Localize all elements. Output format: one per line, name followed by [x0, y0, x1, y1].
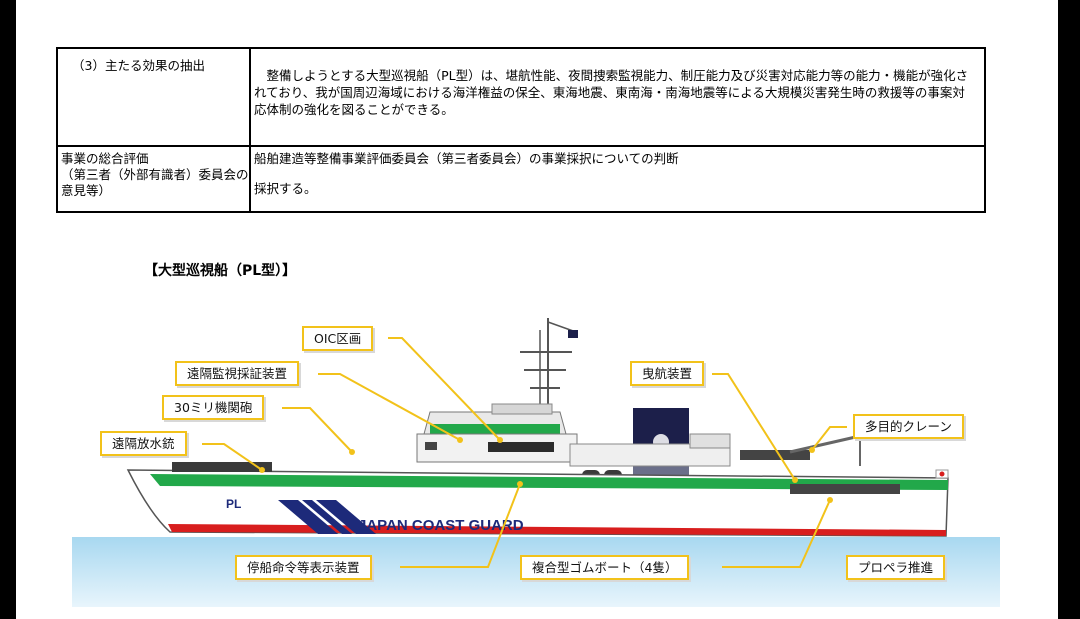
callout-propeller: プロペラ推進 — [846, 555, 946, 580]
committee-judgement-text: 船舶建造等整備事業評価委員会（第三者委員会）の事業採択についての判断 — [254, 151, 679, 166]
row-content: 整備しようとする大型巡視船（PL型）は、堪航性能、夜間捜索監視能力、制圧能力及び… — [249, 47, 986, 147]
leader-dots — [259, 437, 833, 503]
figure-title: 【大型巡視船（PL型）】 — [144, 263, 297, 279]
row-heading: （3）主たる効果の抽出 — [56, 47, 251, 147]
adoption-result-text: 採択する。 — [254, 181, 317, 196]
hull-lettering: JAPAN COAST GUARD — [358, 517, 524, 534]
hull — [126, 462, 949, 537]
hull-stripe — [278, 500, 338, 534]
callout-crane: 多目的クレーン — [853, 414, 964, 439]
row-content: 船舶建造等整備事業評価委員会（第三者委員会）の事業採択についての判断 採択する。 — [249, 145, 986, 213]
funnel — [633, 408, 689, 478]
callout-water-cannon: 遠隔放水銃 — [100, 431, 187, 456]
left-frame — [0, 0, 16, 619]
callout-30mm-gun: 30ミリ機関砲 — [162, 395, 265, 420]
effects-heading: （3）主たる効果の抽出 — [72, 58, 205, 73]
callout-remote-surveillance: 遠隔監視採証装置 — [175, 361, 300, 386]
hull-stripe — [316, 500, 376, 534]
callout-stop-order-display: 停船命令等表示装置 — [235, 555, 372, 580]
evaluation-heading: 事業の総合評価 （第三者（外部有識者）委員会の意見等） — [61, 151, 249, 198]
mast-flag — [568, 330, 578, 338]
leader-lines — [202, 337, 847, 568]
mast — [520, 318, 578, 412]
table-row: 事業の総合評価 （第三者（外部有識者）委員会の意見等） 船舶建造等整備事業評価委… — [56, 145, 986, 213]
evaluation-table: （3）主たる効果の抽出 整備しようとする大型巡視船（PL型）は、堪航性能、夜間捜… — [56, 47, 986, 213]
table-row: （3）主たる効果の抽出 整備しようとする大型巡視船（PL型）は、堪航性能、夜間捜… — [56, 47, 986, 147]
hull-stripe — [302, 500, 352, 534]
right-frame — [1058, 0, 1080, 619]
row-heading: 事業の総合評価 （第三者（外部有識者）委員会の意見等） — [56, 145, 251, 213]
callout-oic: OIC区画 — [302, 326, 374, 351]
callout-towing: 曳航装置 — [630, 361, 705, 386]
callout-rib-boats: 複合型ゴムボート（4隻） — [520, 555, 690, 580]
bow-mark: PL — [226, 497, 241, 511]
effects-text: 整備しようとする大型巡視船（PL型）は、堪航性能、夜間捜索監視能力、制圧能力及び… — [254, 68, 969, 117]
